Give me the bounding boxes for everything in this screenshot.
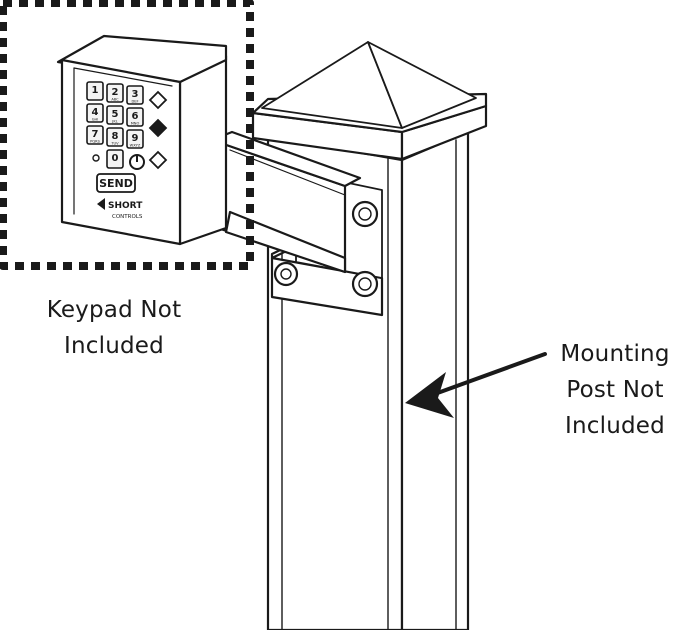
post-callout-arrow	[405, 352, 547, 418]
key-4-digit: 4	[92, 107, 99, 118]
key-3-digit: 3	[132, 89, 139, 100]
keypad-housing-side	[178, 54, 228, 246]
brand-logo: SHORT CONTROLS	[97, 198, 143, 220]
key-1: 1	[86, 81, 104, 101]
bolt-bottom	[351, 270, 379, 298]
arrow-key-center	[148, 118, 168, 138]
keypad-callout-line-1: Keypad Not	[46, 297, 182, 323]
post-callout-line-3: Included	[565, 413, 665, 439]
indicator-light	[92, 154, 100, 162]
key-3-letters: DEF	[131, 100, 138, 104]
send-label: SEND	[99, 177, 133, 190]
key-7-letters: PQRS	[90, 140, 100, 144]
keypad-not-included-label: Keypad Not Included	[14, 292, 214, 364]
post-cap	[251, 41, 488, 161]
arrow-keys	[148, 90, 168, 170]
key-1-digit: 1	[92, 85, 99, 96]
post-callout-line-1: Mounting	[560, 341, 670, 367]
key-8-letters: TUV	[110, 142, 119, 146]
keypad-dashed-frame	[0, 0, 254, 270]
arrow-key-right	[148, 150, 168, 170]
key-2-letters: ABC	[111, 98, 119, 102]
key-9-letters: WXYZ	[130, 144, 141, 148]
key-0: 0	[106, 149, 124, 169]
key-5-digit: 5	[112, 109, 119, 120]
bolt-top	[351, 200, 379, 228]
key-6-letters: MNO	[131, 122, 140, 126]
bolt-left	[273, 261, 299, 287]
key-5-letters: JKL	[111, 120, 117, 124]
post-callout-line-2: Post Not	[566, 377, 664, 403]
key-2-digit: 2	[112, 87, 119, 98]
mounting-post-not-included-label: Mounting Post Not Included	[540, 336, 679, 444]
dial-icon	[129, 154, 145, 170]
key-6-digit: 6	[132, 111, 139, 122]
key-7-digit: 7	[92, 129, 99, 140]
brand-name: SHORT	[108, 201, 143, 211]
key-8-digit: 8	[112, 131, 119, 142]
key-4-letters: GHI	[92, 118, 99, 122]
keypad-callout-line-2: Included	[64, 333, 164, 359]
send-button: SEND	[96, 173, 136, 193]
key-9-digit: 9	[132, 133, 139, 144]
key-0-digit: 0	[112, 153, 119, 164]
brand-tagline: CONTROLS	[112, 214, 143, 220]
arrow-key-up	[148, 90, 168, 110]
